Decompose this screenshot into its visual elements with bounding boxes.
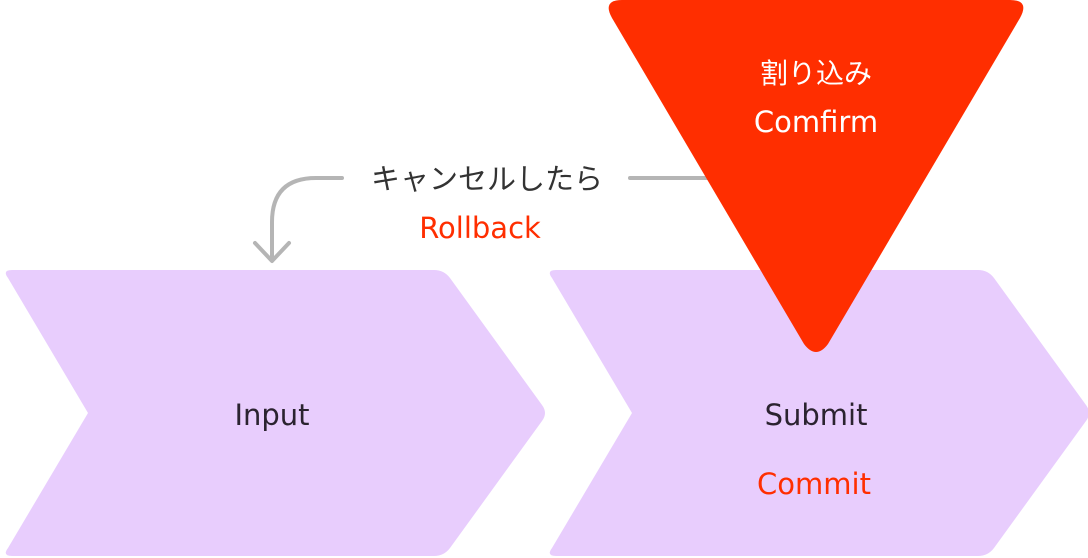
stage-submit-shape <box>549 270 1088 556</box>
stage-submit-sublabel: Commit <box>757 467 871 501</box>
stage-submit-label: Submit <box>765 398 868 432</box>
interrupt-shape <box>608 0 1024 352</box>
interrupt-label-jp: 割り込み <box>760 57 872 90</box>
interrupt-step: 割り込み Comfirm <box>608 0 1024 352</box>
stage-input-shape <box>5 270 545 556</box>
rollback-connector <box>253 176 714 263</box>
rollback-line <box>270 176 344 260</box>
stage-input: Input <box>5 270 545 556</box>
rollback-label: Rollback <box>419 211 541 245</box>
stage-submit: Submit Commit <box>549 270 1088 556</box>
rollback-arrowhead-icon <box>253 241 291 263</box>
cancel-label: キャンセルしたら <box>371 162 603 196</box>
interrupt-label-en: Comfirm <box>754 105 878 139</box>
stage-input-label: Input <box>234 398 309 432</box>
